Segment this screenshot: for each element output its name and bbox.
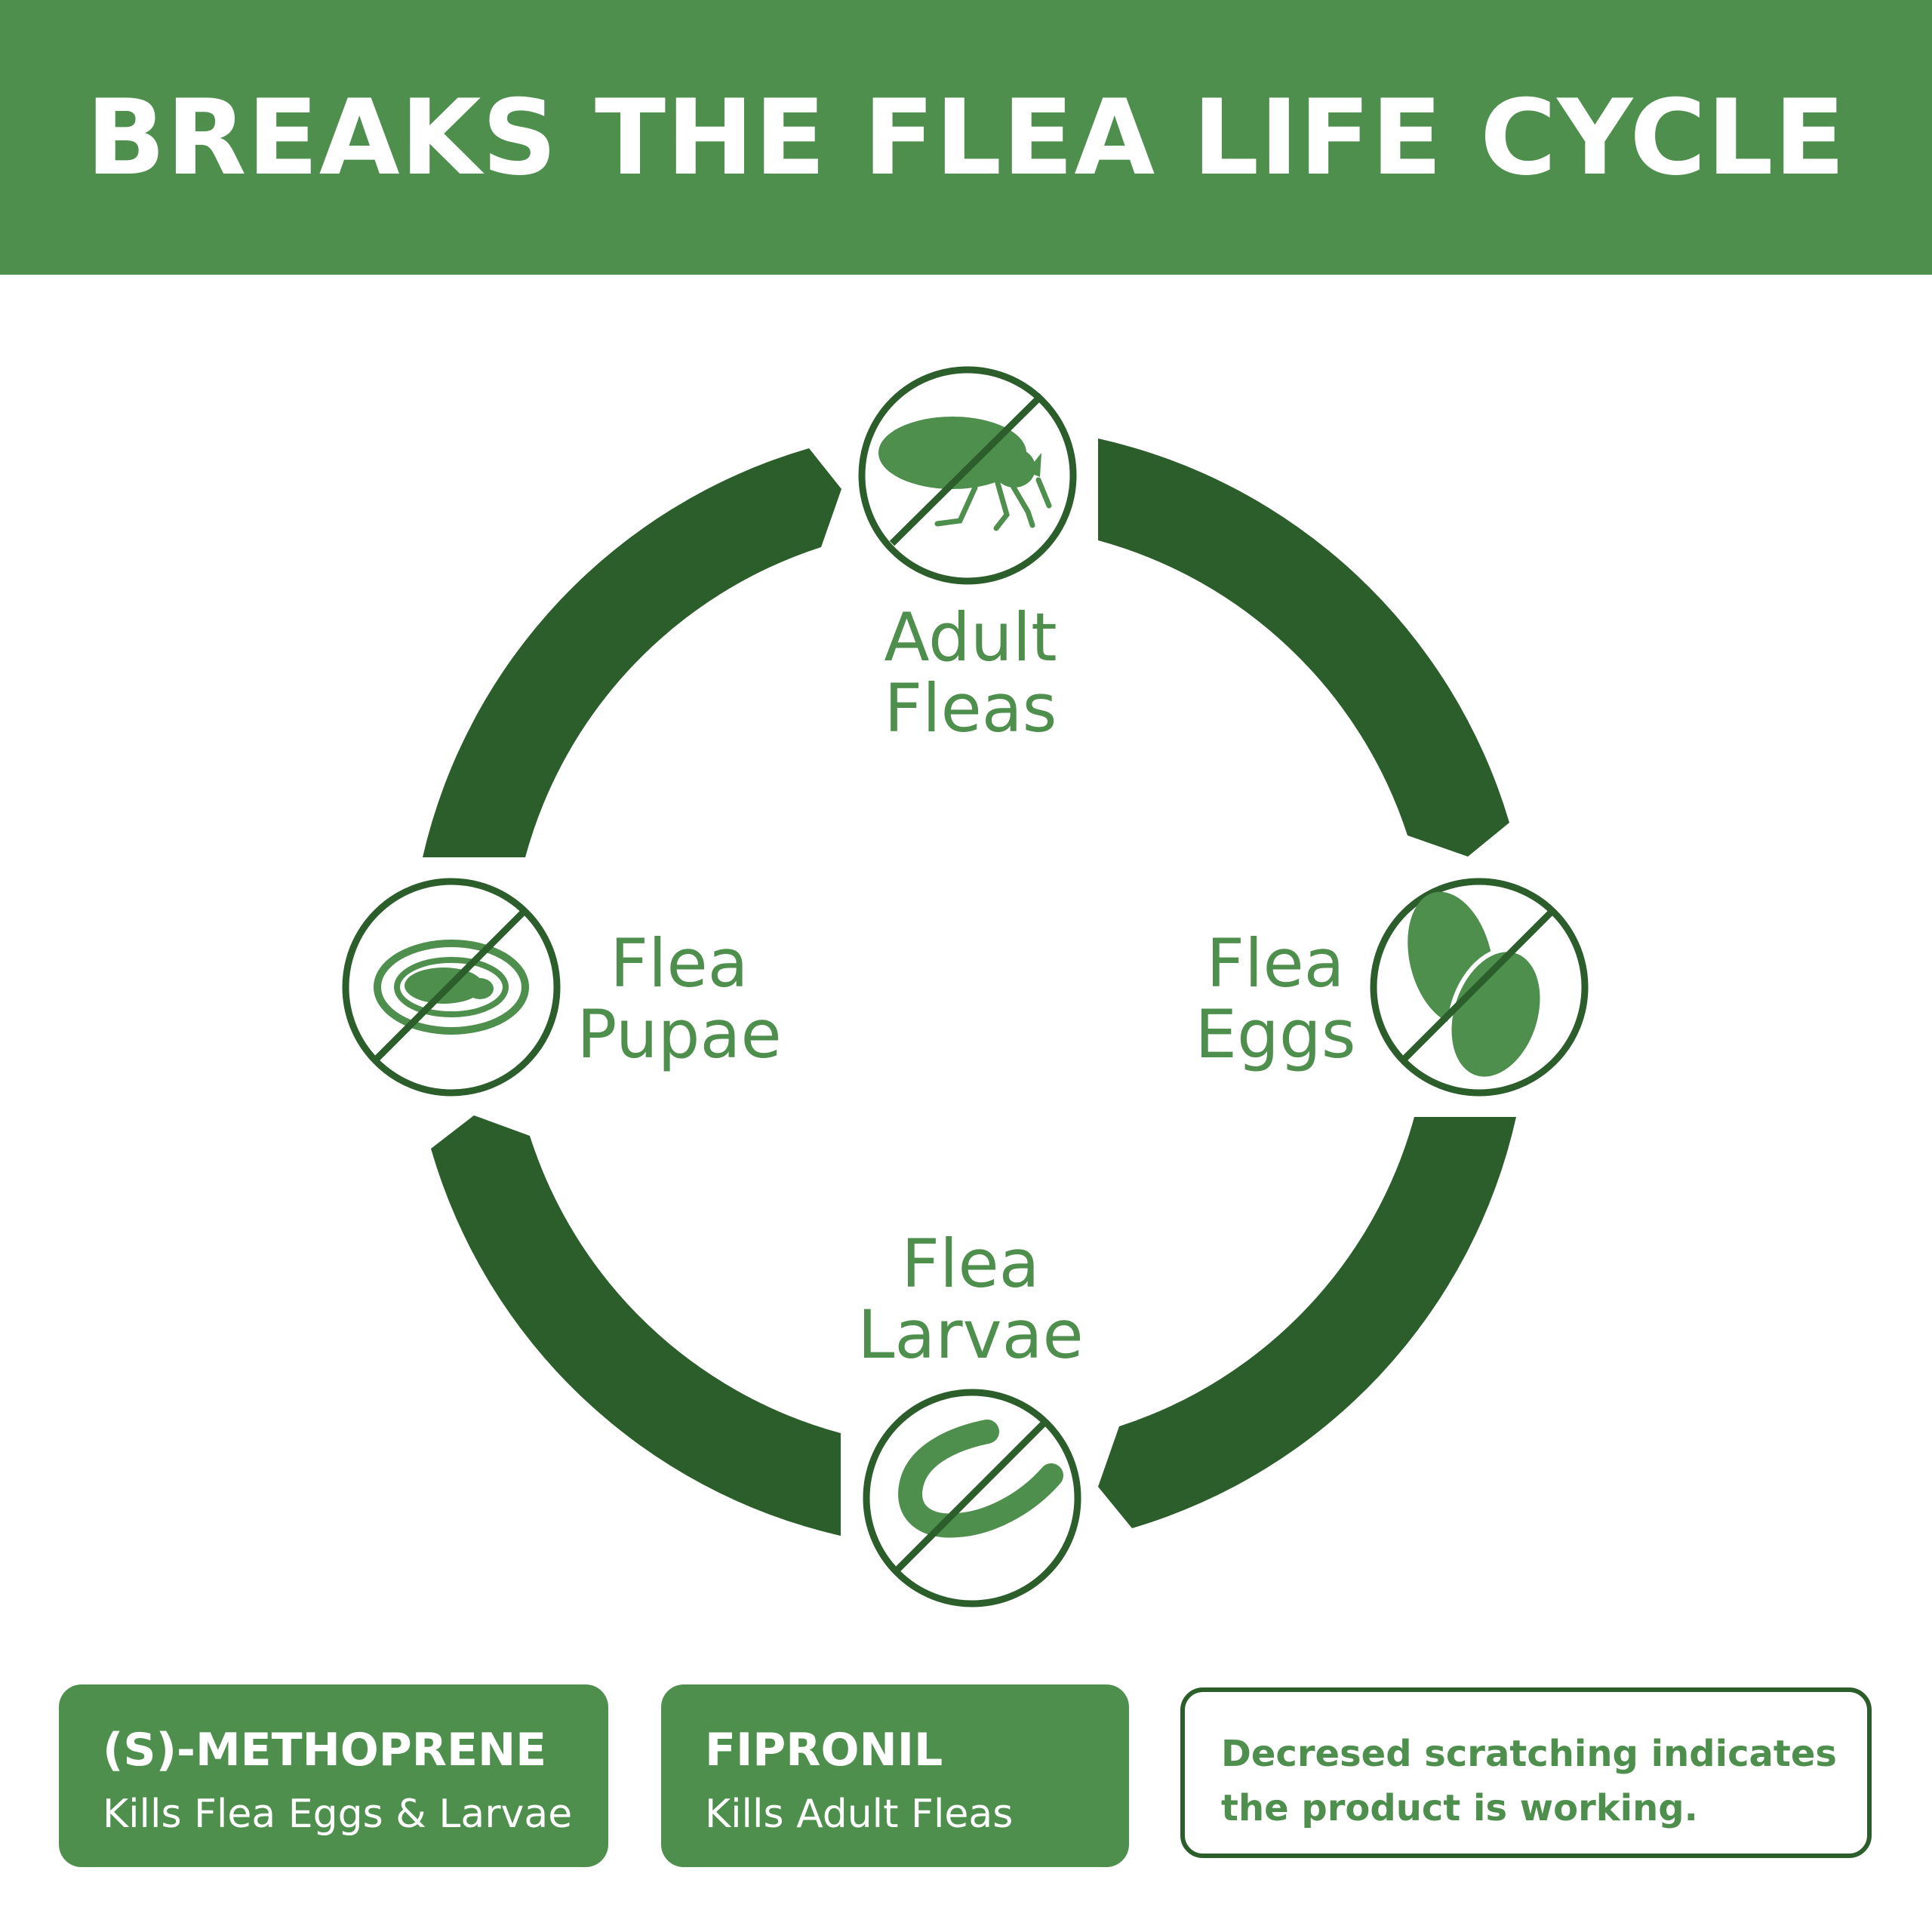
fipronil-card: FIPRONIL Kills Adult Fleas [661, 1684, 1129, 1867]
stage-label-larvae-line2: Larvae [857, 1296, 1084, 1374]
scratching-note-text: Decresed scratching indicates the produc… [1221, 1733, 1837, 1829]
header-banner: BREAKS THE FLEA LIFE CYCLE [0, 0, 1932, 275]
stage-label-adult: Adult Fleas [812, 602, 1129, 744]
crossed-flea-larva-icon [863, 1389, 1081, 1607]
stage-label-larvae-line1: Flea [901, 1225, 1040, 1303]
stage-label-eggs-line2: Eggs [1195, 995, 1356, 1073]
stage-label-larvae: Flea Larvae [812, 1229, 1129, 1371]
cycle-arrow-eggs-to-larvae [1098, 1117, 1516, 1528]
scratching-note-card: Decresed scratching indicates the produc… [1180, 1687, 1872, 1858]
methoprene-title: (S)-METHOPRENE [103, 1724, 547, 1777]
stage-label-pupae-line2: Pupae [577, 995, 782, 1073]
stage-label-adult-line1: Adult [884, 598, 1057, 676]
stage-label-eggs: Flea Eggs [1117, 928, 1434, 1070]
cycle-arrow-adult-to-eggs [1098, 438, 1509, 857]
methoprene-card: (S)-METHOPRENE Kills Flea Eggs & Larvae [59, 1684, 608, 1867]
methoprene-subtitle: Kills Flea Eggs & Larvae [103, 1792, 573, 1837]
crossed-flea-pupa-icon [342, 878, 561, 1097]
crossed-flea-eggs-icon [1370, 878, 1589, 1097]
stage-label-eggs-line1: Flea [1206, 924, 1345, 1002]
stage-label-adult-line2: Fleas [884, 669, 1057, 747]
stage-label-pupae-line1: Flea [610, 924, 749, 1002]
fipronil-title: FIPRONIL [705, 1724, 943, 1777]
cycle-arrow-larvae-to-pupae [431, 1115, 841, 1536]
cycle-arrow-pupae-to-adult [423, 448, 841, 857]
stage-label-pupae: Flea Pupae [521, 928, 838, 1070]
page-title: BREAKS THE FLEA LIFE CYCLE [86, 76, 1846, 198]
fipronil-subtitle: Kills Adult Fleas [705, 1792, 1014, 1837]
crossed-adult-flea-icon [858, 366, 1077, 585]
